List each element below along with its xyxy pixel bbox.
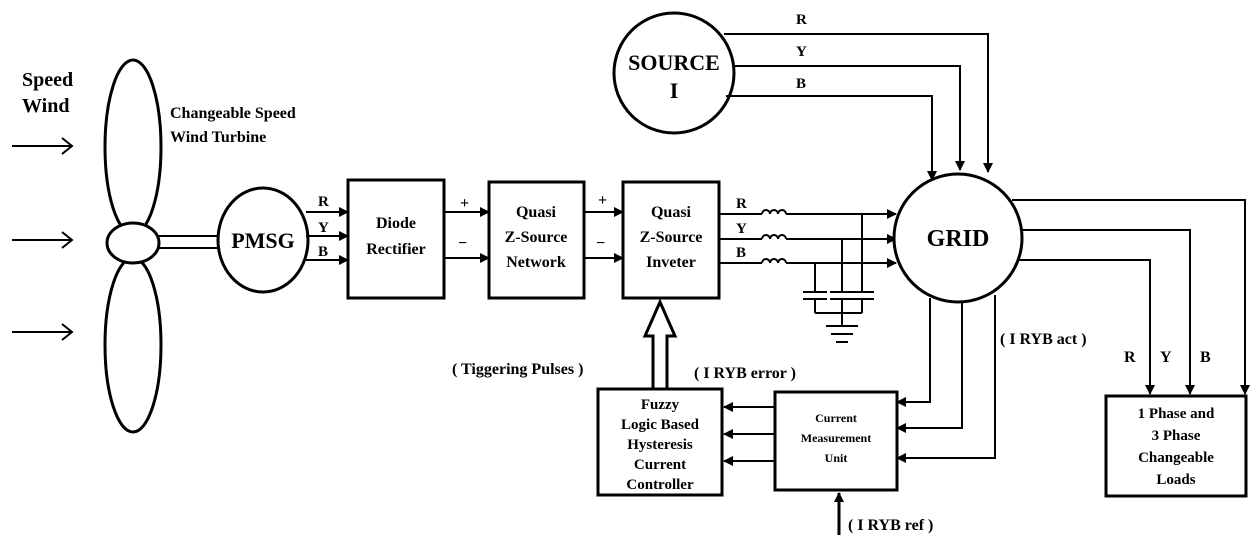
qzs-network-block [487,180,586,300]
qzs-inverter-block [621,180,721,300]
cmu-line2: Measurement [801,431,871,445]
fuzzy-line2: Logic Based [621,417,700,433]
diode-rectifier-block [346,178,446,300]
pmsg-label: PMSG [231,228,295,253]
fuzzy-line4: Current [634,457,686,473]
rect-plus-label: + [460,195,469,212]
source-r-label: R [796,12,807,28]
grid-node [892,172,1024,304]
inductor-b-icon [761,258,787,264]
loads-line4: Loads [1156,472,1195,488]
qzs-inverter-line3: Inveter [646,254,696,271]
source-b-wire [726,95,937,181]
wind-arrow-3-head [61,323,74,341]
qzs-inverter-line1: Quasi [651,204,692,221]
grid-to-load-y-wire [1020,229,1195,395]
rectifier-label-line2: Rectifier [366,241,426,258]
qzs-network-line2: Z-Source [505,229,568,246]
current-measurement-unit-block [773,390,899,492]
fuzzy-line1: Fuzzy [641,397,680,413]
inv-r-label: R [736,196,747,212]
turbine-hub [105,221,161,265]
inductor-r-icon [761,209,787,215]
source-y-wire [733,65,965,171]
grid-to-cmu-wire-3 [896,295,996,463]
inductor-y-icon [761,234,787,240]
filter-capacitors [803,214,874,343]
qzs-inverter-line2: Z-Source [640,229,703,246]
grid-to-load-r-wire [1018,259,1155,395]
turbine-blade-bottom [103,256,163,434]
fuzzy-line3: Hysteresis [627,437,693,453]
source-label-line2: I [670,78,679,103]
wind-arrow-2-head [61,231,74,249]
wind-arrow-1-head [61,137,74,155]
pmsg-r-label: R [318,194,329,210]
wind-turbine-icon [103,58,163,434]
load-r-label: R [1124,349,1136,366]
source-y-label: Y [796,44,807,60]
turbine-label-line1: Changeable Speed [170,105,296,122]
grid-label: GRID [927,226,990,252]
grid-to-load-b-wire [1012,199,1250,395]
source-b-label: B [796,76,806,92]
source-r-wire [724,33,993,173]
fuzzy-controller-block [596,387,724,497]
turbine-label-line2: Wind Turbine [170,129,266,146]
source-node [612,11,736,135]
i-ryb-ref-label: ( I RYB ref ) [848,517,933,534]
changeable-loads-block [1104,394,1248,498]
turbine-blade-top [103,58,163,236]
grid-to-cmu-wire-1 [896,298,931,407]
loads-line1: 1 Phase and [1138,406,1215,422]
i-ryb-act-label: ( I RYB act ) [1000,331,1087,348]
wind-label: Wind [22,95,69,117]
source-label-line1: SOURCE [628,50,720,75]
inv-b-label: B [736,245,746,261]
loads-line2: 3 Phase [1152,428,1201,444]
grid-to-cmu-wire-2 [896,302,963,433]
inv-y-label: Y [736,221,747,237]
pmsg-generator [216,186,310,294]
rect-minus-label: − [458,235,467,252]
qzs-plus-label: + [598,192,607,209]
loads-line3: Changeable [1138,450,1214,466]
qzs-network-line1: Quasi [516,204,557,221]
pmsg-y-label: Y [318,220,329,236]
load-y-label: Y [1160,349,1172,366]
triggering-pulses-arrow [642,298,678,391]
cmu-line3: Unit [825,451,848,465]
wind-arrows [12,137,74,341]
speed-label: Speed [22,69,73,91]
qzs-network-line3: Network [506,254,566,271]
qzs-minus-label: − [596,235,605,252]
fuzzy-line5: Controller [626,477,694,493]
load-b-label: B [1200,349,1211,366]
pmsg-b-label: B [318,244,328,260]
triggering-pulses-label: ( Tiggering Pulses ) [452,361,583,378]
cmu-line1: Current [815,411,857,425]
rectifier-label-line1: Diode [376,215,416,232]
i-ryb-error-label: ( I RYB error ) [694,365,796,382]
